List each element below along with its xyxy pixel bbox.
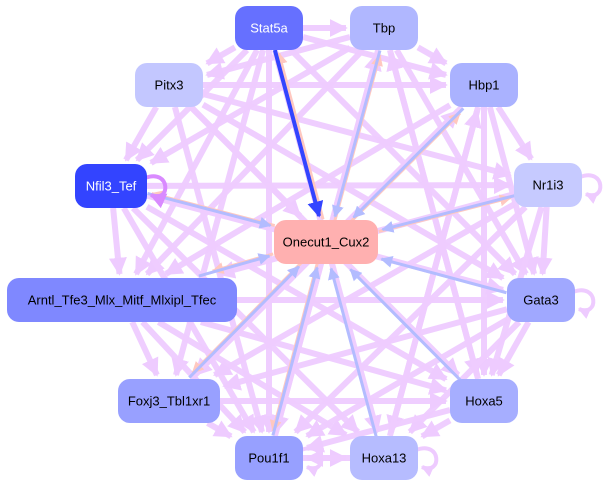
self-loop-gata3 bbox=[572, 288, 596, 319]
edge-pitx3-to-gata3 bbox=[201, 102, 505, 281]
node-box bbox=[235, 436, 303, 480]
node-box bbox=[7, 278, 237, 322]
node-box bbox=[514, 163, 582, 207]
edge-arntl_tfe3_mlx_mitf_mlxipl_tfec-to-foxj3_tbl1xr1 bbox=[129, 320, 160, 377]
edge-nfil3_tef-to-hoxa5 bbox=[145, 204, 448, 382]
edge-hoxa5-to-onecut1_cux2 bbox=[349, 268, 462, 382]
node-box bbox=[350, 6, 418, 50]
node-label: Hbp1 bbox=[468, 78, 499, 93]
edge-nfil3_tef-to-nr1i3 bbox=[146, 176, 512, 195]
node-label: Pitx3 bbox=[155, 78, 184, 93]
node-box bbox=[507, 278, 575, 322]
node-box bbox=[235, 6, 303, 50]
edge-nr1i3-to-pou1f1 bbox=[293, 204, 528, 435]
node-hoxa13[interactable]: Hoxa13 bbox=[350, 436, 418, 480]
edge-tbp-to-hbp1 bbox=[416, 44, 448, 66]
edge-hoxa5-to-pou1f1 bbox=[305, 407, 451, 453]
node-box bbox=[135, 63, 203, 107]
edge-gata3-to-hoxa5 bbox=[496, 320, 532, 377]
node-label: Nr1i3 bbox=[532, 178, 563, 193]
edge-tbp-to-onecut1_cux2 bbox=[332, 50, 382, 218]
edge-hbp1-to-nr1i3 bbox=[495, 105, 534, 161]
edge-hbp1-to-gata3 bbox=[486, 106, 539, 276]
edge-nr1i3-to-foxj3_tbl1xr1 bbox=[213, 201, 516, 378]
node-tbp[interactable]: Tbp bbox=[350, 6, 418, 50]
node-hoxa5[interactable]: Hoxa5 bbox=[450, 379, 518, 423]
edge-stat5a-to-pitx3 bbox=[205, 44, 237, 66]
self-loop-nr1i3 bbox=[579, 173, 603, 204]
self-loop-pou1f1 bbox=[300, 446, 324, 477]
node-label: Nfil3_Tef bbox=[86, 179, 137, 194]
node-box bbox=[274, 220, 378, 264]
edge-pitx3-to-nfil3_tef bbox=[123, 105, 159, 162]
edge-foxj3_tbl1xr1-to-onecut1_cux2 bbox=[188, 265, 300, 379]
node-box bbox=[75, 164, 147, 208]
node-label: Stat5a bbox=[250, 21, 288, 36]
edge-pou1f1-to-onecut1_cux2 bbox=[271, 266, 321, 436]
edge-stat5a-to-onecut1_cux2 bbox=[272, 49, 324, 218]
node-box bbox=[450, 63, 518, 107]
edge-hbp1-to-onecut1_cux2 bbox=[352, 107, 465, 219]
node-label: Tbp bbox=[373, 21, 395, 36]
node-label: Onecut1_Cux2 bbox=[283, 235, 370, 250]
node-hbp1[interactable]: Hbp1 bbox=[450, 63, 518, 107]
edge-arntl_tfe3_mlx_mitf_mlxipl_tfec-to-onecut1_cux2 bbox=[198, 253, 271, 278]
edge-hoxa5-to-hoxa13 bbox=[420, 417, 452, 439]
node-label: Foxj3_Tbl1xr1 bbox=[128, 394, 210, 409]
node-box bbox=[350, 436, 418, 480]
node-label: Pou1f1 bbox=[248, 451, 289, 466]
node-label: Arntl_Tfe3_Mlx_Mitf_Mlxipl_Tfec bbox=[28, 293, 217, 308]
node-stat5a[interactable]: Stat5a bbox=[235, 6, 303, 50]
edge-hoxa13-to-onecut1_cux2 bbox=[328, 267, 378, 437]
node-pou1f1[interactable]: Pou1f1 bbox=[235, 436, 303, 480]
edge-onecut1_cux2-to-stat5a bbox=[275, 52, 325, 220]
node-box bbox=[118, 379, 220, 423]
edge-nfil3_tef-to-onecut1_cux2 bbox=[147, 191, 272, 229]
node-pitx3[interactable]: Pitx3 bbox=[135, 63, 203, 107]
edge-foxj3_tbl1xr1-to-pou1f1 bbox=[206, 420, 233, 439]
edge-nr1i3-to-onecut1_cux2 bbox=[381, 194, 515, 233]
edge-gata3-to-onecut1_cux2 bbox=[380, 256, 507, 295]
node-gata3[interactable]: Gata3 bbox=[507, 278, 575, 322]
node-nfil3-tef[interactable]: Nfil3_Tef bbox=[75, 164, 147, 208]
node-foxj3-tbl1xr1[interactable]: Foxj3_Tbl1xr1 bbox=[118, 379, 220, 423]
self-loop-hoxa13 bbox=[415, 446, 439, 477]
node-nr1i3[interactable]: Nr1i3 bbox=[514, 163, 582, 207]
node-box bbox=[450, 379, 518, 423]
node-label: Hoxa13 bbox=[362, 451, 407, 466]
node-arntl-tfe3-mlx-mitf-mlxipl-tfec[interactable]: Arntl_Tfe3_Mlx_Mitf_Mlxipl_Tfec bbox=[7, 278, 237, 322]
node-onecut1-cux2[interactable]: Onecut1_Cux2 bbox=[274, 220, 378, 264]
node-label: Gata3 bbox=[523, 293, 558, 308]
node-label: Hoxa5 bbox=[465, 394, 503, 409]
edge-nfil3_tef-to-arntl_tfe3_mlx_mitf_mlxipl_tfec bbox=[108, 207, 127, 276]
self-loop-nfil3_tef bbox=[144, 174, 168, 209]
edge-nr1i3-to-gata3 bbox=[534, 206, 553, 276]
